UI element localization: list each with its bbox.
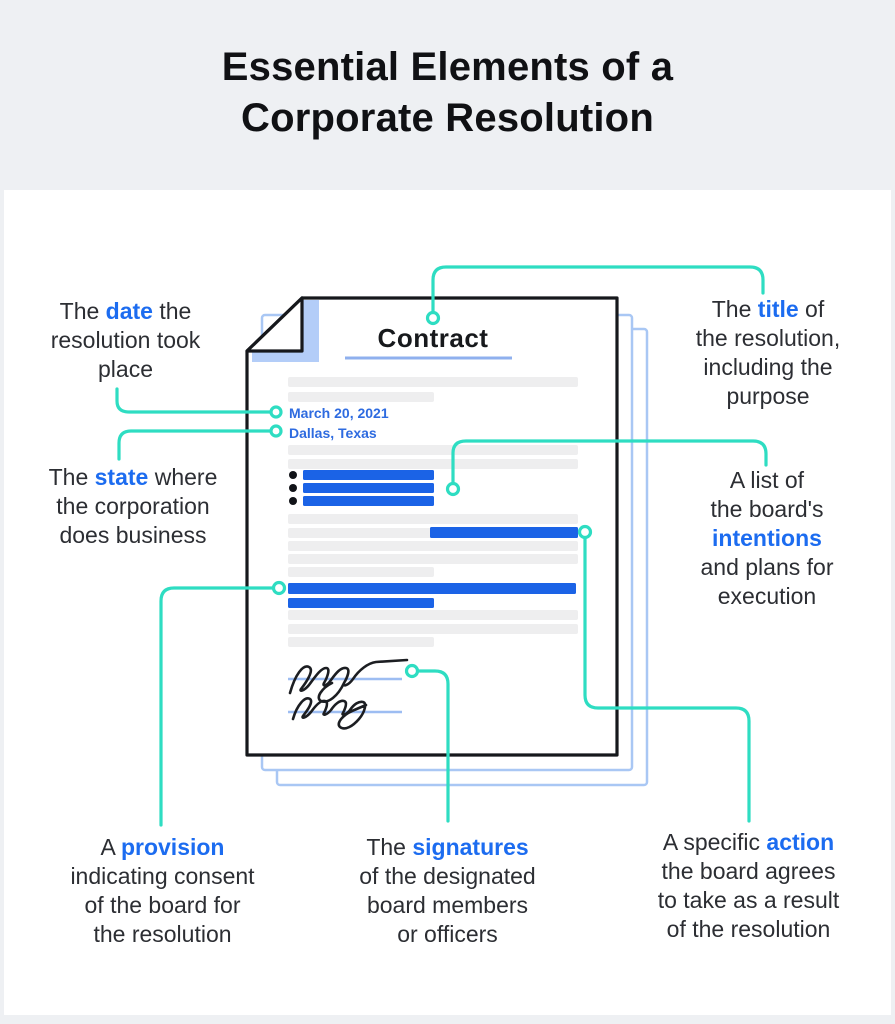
callout-action: A specific action the board agrees to ta… <box>657 829 840 942</box>
highlight-provision: provision <box>120 834 225 860</box>
highlight-action: action <box>766 829 835 855</box>
page-title: Essential Elements of a Corporate Resolu… <box>221 45 674 140</box>
callout-title: The title of the resolution, including t… <box>695 296 841 409</box>
callout-date: The date the resolution took place <box>50 298 201 382</box>
highlight-signatures: signatures <box>412 834 529 860</box>
callout-signatures: The signatures of the designated board m… <box>359 834 536 947</box>
highlight-date: date <box>105 298 153 324</box>
callout-state: The state where the corporation does bus… <box>48 464 218 548</box>
callout-intentions: A list of the board's intentions and pla… <box>700 467 834 609</box>
highlight-intentions: intentions <box>712 525 822 551</box>
highlight-state: state <box>94 464 149 490</box>
highlight-title: title <box>757 296 799 322</box>
callout-provision: A provision indicating consent of the bo… <box>70 834 255 947</box>
